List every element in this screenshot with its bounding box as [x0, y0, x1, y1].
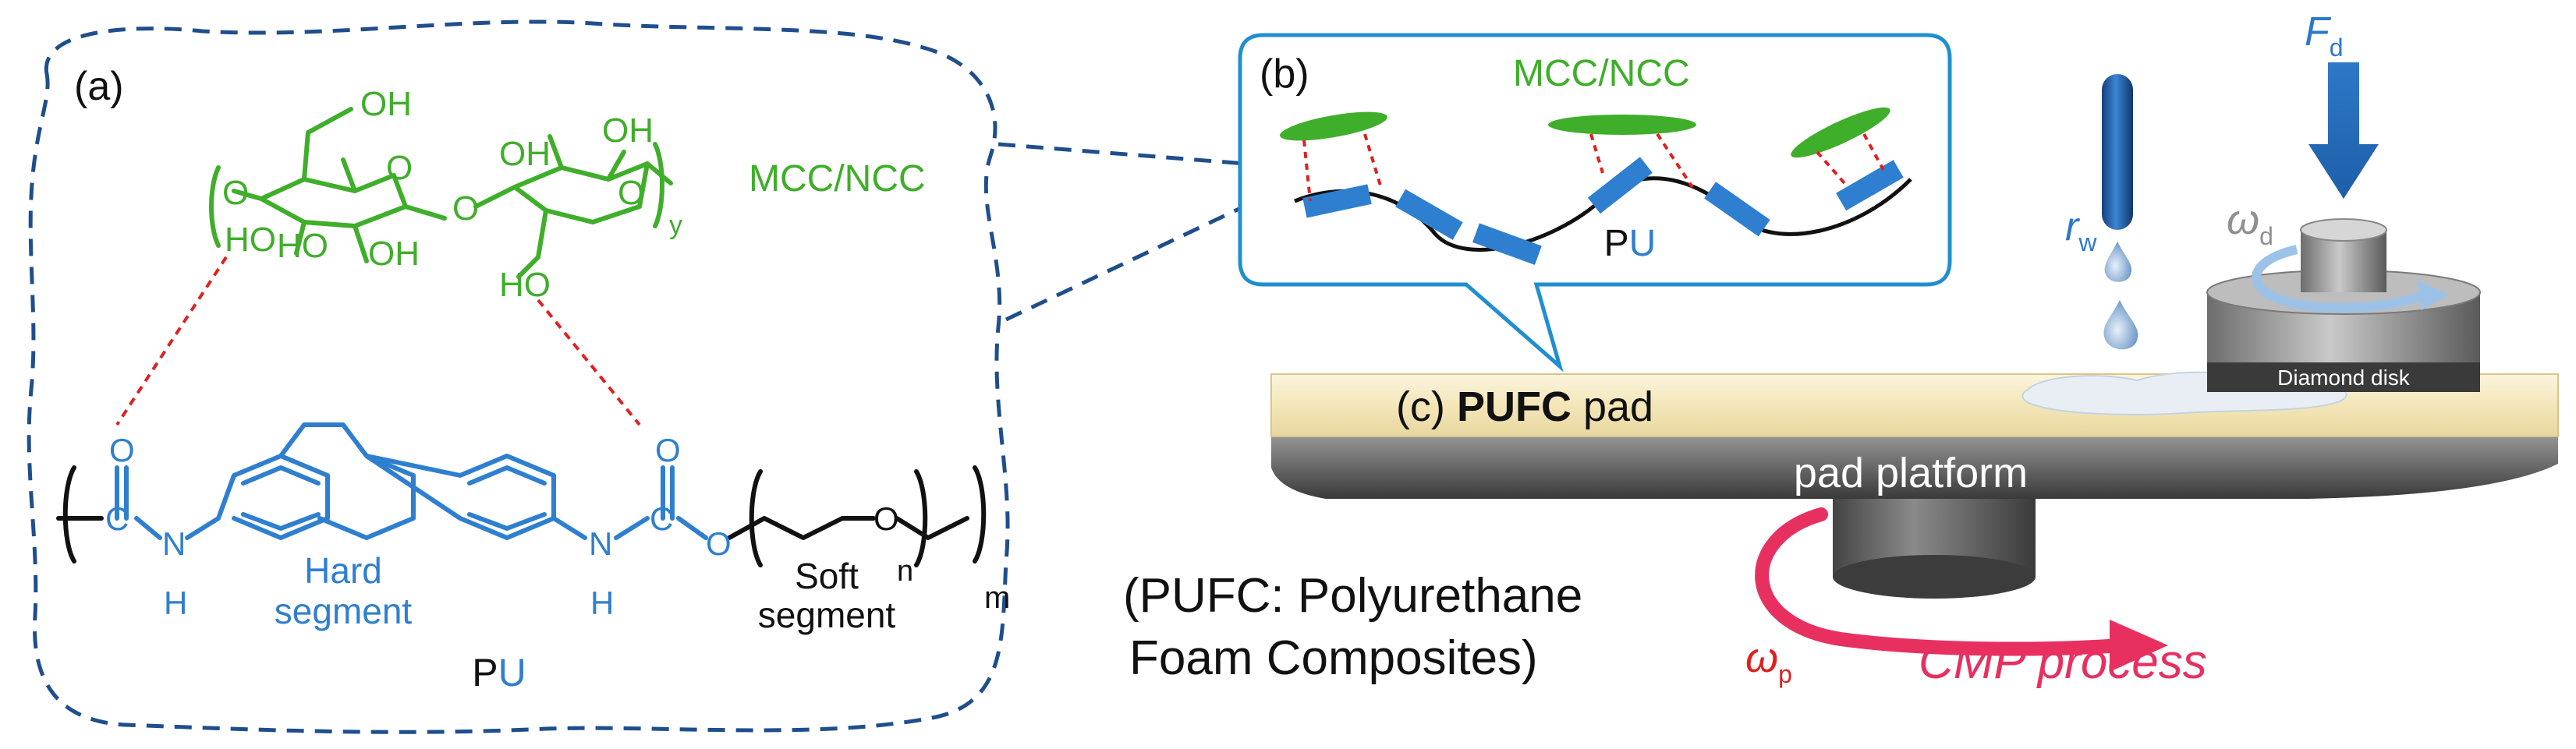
disk-omega-sub: d	[2259, 222, 2273, 250]
cellulose-chain-o-left: O	[222, 174, 249, 212]
h-bond-lines-b	[1302, 132, 1885, 202]
pu-n-left: N	[162, 525, 186, 562]
water-rate-main: r	[2065, 204, 2081, 249]
panel-a-dashed-border	[27, 19, 1010, 734]
hard-segment-label-1: Hard	[304, 550, 382, 591]
pad-rotation-arrow	[1755, 507, 2128, 656]
disk-rotation-arrow	[2252, 245, 2427, 313]
water-rate-label: rw	[2065, 204, 2097, 256]
water-rod	[2102, 74, 2133, 230]
cellulose-oh-mid: OH	[499, 135, 551, 173]
pu-name-b: PU	[1604, 223, 1657, 264]
force-arrow	[2308, 62, 2379, 199]
pad-omega-label: ωp	[1745, 634, 1792, 688]
pufc-pad-label: (c) PUFC pad	[1396, 383, 1653, 430]
cellulose-ring-o-left: O	[386, 149, 413, 187]
hard-segment-label-2: segment	[275, 591, 413, 631]
pu-name-b-p: P	[1604, 223, 1629, 264]
pu-name-a-p: P	[472, 651, 498, 694]
pu-h-left: H	[164, 585, 187, 621]
cellulose-crystals	[1280, 107, 1890, 158]
pufc-note-line2: Foam Composites)	[1129, 631, 1538, 685]
pu-c-left: C	[105, 500, 129, 537]
cellulose-oh-bottom: OH	[368, 235, 420, 273]
cellulose-ho-bottom: HO	[499, 266, 551, 304]
pad-omega-sub: p	[1778, 660, 1792, 688]
pu-o-carbonyl: O	[655, 432, 681, 468]
platform-shaft-bottom	[1833, 555, 2036, 599]
pu-name-a: PU	[472, 651, 526, 694]
cellulose-bridge-o: O	[452, 189, 479, 228]
force-label: Fd	[2305, 9, 2344, 62]
pufc-pad-label-suffix: pad	[1571, 383, 1653, 430]
pu-subscript-m: m	[984, 581, 1010, 615]
cellulose-subscript-y: y	[669, 210, 682, 240]
pufc-pad-label-prefix: (c)	[1396, 383, 1457, 430]
water-rate-sub: w	[2078, 228, 2097, 256]
pu-o-soft: O	[873, 500, 899, 537]
force-label-main: F	[2305, 9, 2332, 55]
cmp-process-label: CMP process	[1919, 635, 2207, 689]
disk-omega-main: ω	[2227, 196, 2259, 243]
cellulose-ho-left1: HO	[225, 221, 276, 259]
pu-structure	[56, 422, 987, 567]
pu-subscript-n: n	[897, 555, 913, 588]
pu-n-right: N	[589, 525, 612, 562]
force-label-sub: d	[2330, 34, 2344, 62]
pu-o-ester: O	[706, 525, 732, 562]
pad-platform	[1271, 433, 2558, 499]
slurry-puddle	[2021, 371, 2347, 415]
cellulose-ring-o-right: O	[618, 174, 644, 212]
pad-omega-main: ω	[1745, 634, 1778, 681]
soft-segment-label-2: segment	[758, 595, 896, 635]
diamond-disk-band	[2207, 362, 2480, 392]
panel-b-cellulose-name: MCC/NCC	[1513, 53, 1690, 94]
soft-segment-label-1: Soft	[795, 556, 859, 596]
pufc-pad-label-bold: PUFC	[1457, 383, 1571, 430]
panel-b-label: (b)	[1260, 51, 1309, 97]
pu-name-b-u: U	[1629, 223, 1657, 264]
cellulose-oh-top: OH	[360, 85, 412, 123]
cellulose-name: MCC/NCC	[749, 158, 926, 200]
disk-shaft-top	[2300, 218, 2387, 242]
water-drop-2	[2103, 300, 2138, 350]
pu-name-a-u: U	[498, 651, 526, 694]
cellulose-structure	[209, 107, 673, 279]
pu-c-right: C	[650, 500, 673, 537]
panel-a-label: (a)	[74, 64, 124, 109]
pad-platform-label: pad platform	[1794, 450, 2028, 496]
disk-rotation-arrowhead	[2418, 281, 2449, 310]
cellulose-ho-left2: HO	[277, 227, 328, 265]
pad-rotation-arrowhead	[2110, 620, 2168, 672]
diamond-disk-label: Diamond disk	[2277, 366, 2411, 390]
water-drop-1	[2104, 242, 2132, 282]
cellulose-oh-right-top: OH	[602, 111, 654, 150]
disk-omega-label: ωd	[2227, 196, 2273, 250]
pu-o-left: O	[109, 432, 135, 468]
h-bond-lines-a	[115, 256, 641, 426]
hard-segments-b	[1302, 157, 1904, 265]
pu-h-right: H	[590, 585, 614, 621]
pufc-note-line1: (PUFC: Polyurethane	[1123, 569, 1582, 623]
